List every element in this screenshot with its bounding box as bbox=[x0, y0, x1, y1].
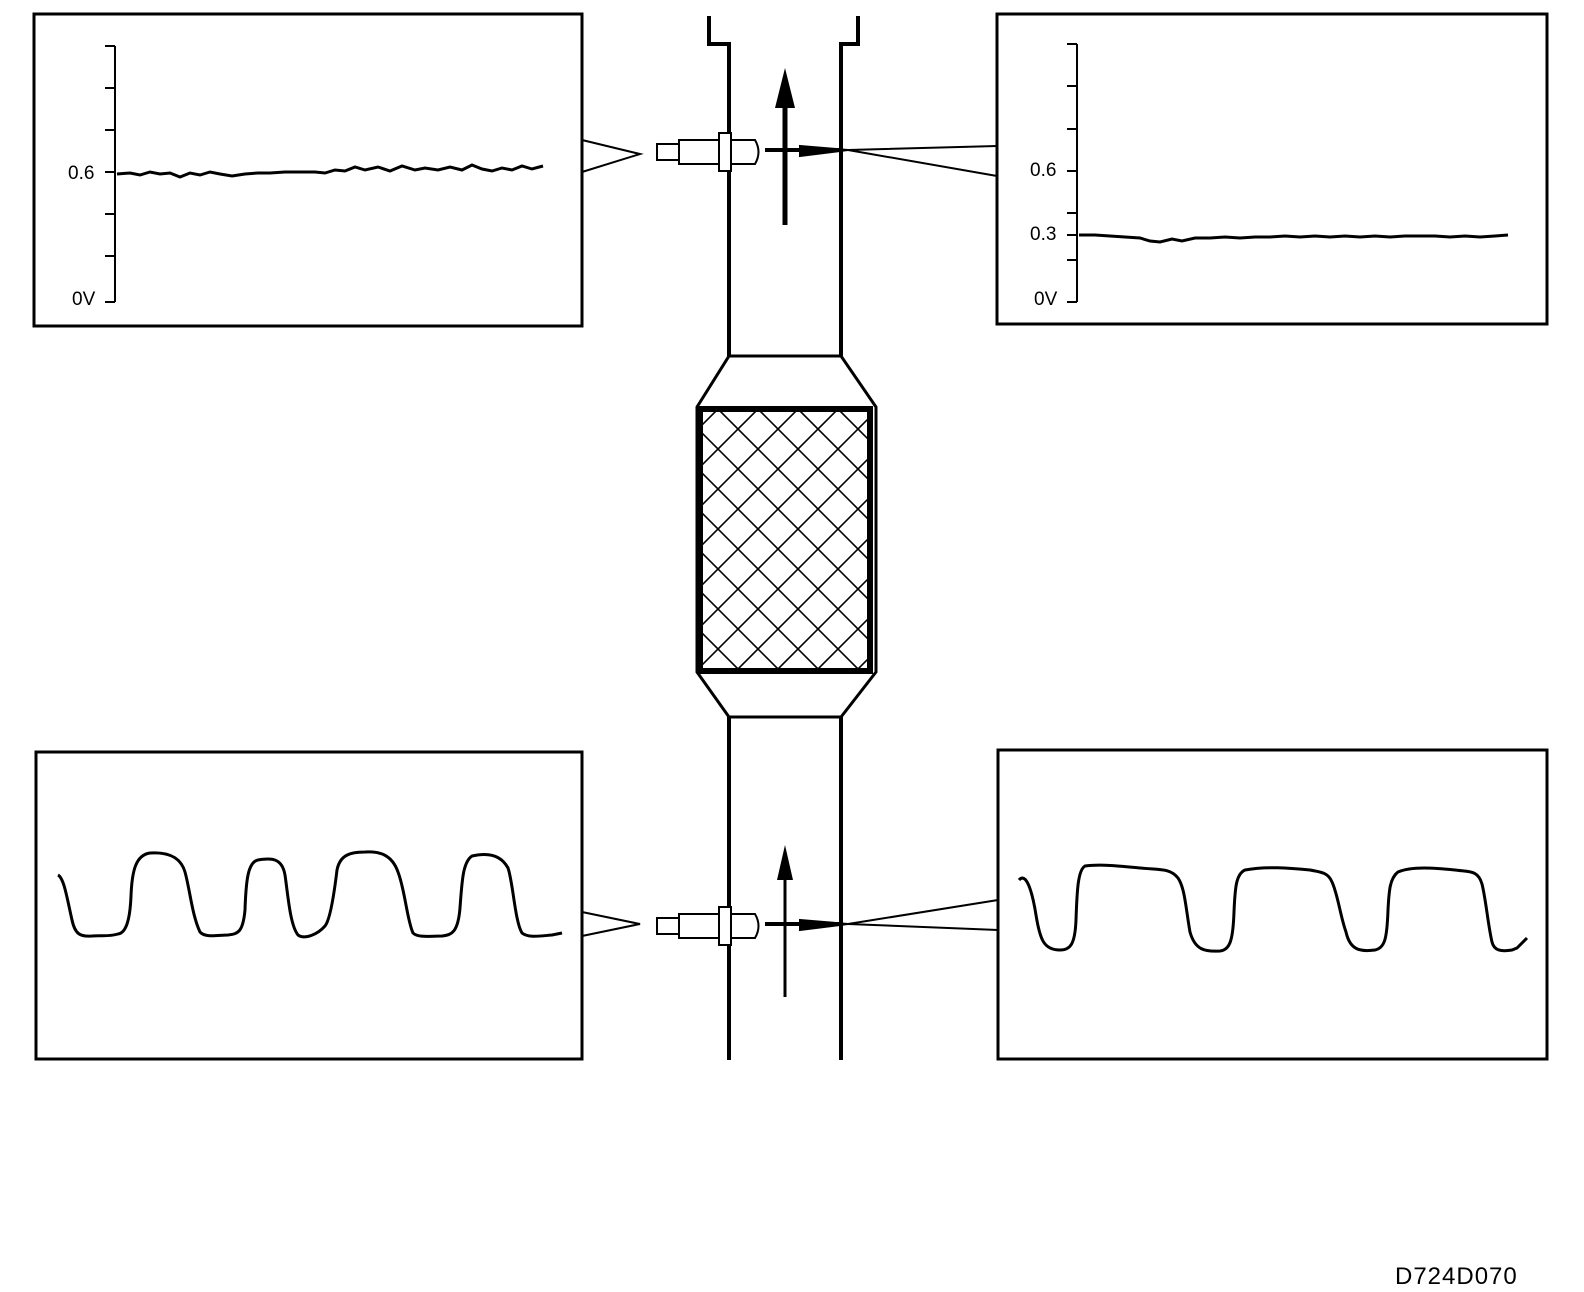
panel-lower-left bbox=[34, 750, 584, 1061]
hatch-line bbox=[700, 549, 821, 671]
voltage-trace-downstream bbox=[116, 163, 544, 179]
diagram-code: D724D070 bbox=[1395, 1263, 1518, 1290]
hatch-line bbox=[855, 655, 870, 671]
hatch-line bbox=[700, 429, 870, 603]
y-tick-label: 0V bbox=[1034, 289, 1058, 310]
hatch-line bbox=[700, 409, 759, 469]
hatch-line bbox=[700, 495, 870, 669]
hatch-line bbox=[700, 415, 870, 589]
hatch-line bbox=[918, 409, 1180, 671]
catalyst-core-outline bbox=[697, 406, 873, 674]
voltage-trace-downstream-2 bbox=[1079, 233, 1509, 244]
exhaust-pipe bbox=[707, 16, 860, 1060]
panel-upper-left: 0.6 0V bbox=[32, 12, 584, 328]
hatch-line bbox=[815, 615, 870, 671]
hatch-line bbox=[1078, 409, 1340, 671]
y-tick-label: 0.6 bbox=[68, 163, 94, 184]
hatch-line bbox=[1038, 409, 1300, 671]
hatch-line bbox=[700, 669, 701, 671]
hatch-line bbox=[797, 409, 870, 483]
voltage-trace-upstream-2 bbox=[1017, 863, 1529, 953]
hatch-line bbox=[700, 455, 870, 629]
hatch-line bbox=[176, 409, 438, 671]
hatch-line bbox=[1118, 409, 1380, 671]
flow-arrow-upper bbox=[775, 68, 795, 225]
hatch-line bbox=[700, 409, 799, 509]
hatch-line bbox=[216, 409, 478, 671]
hatch-line bbox=[775, 575, 870, 671]
hatch-line bbox=[717, 409, 870, 563]
hatch-line bbox=[256, 409, 518, 671]
hatch-line bbox=[700, 469, 870, 643]
hatch-line bbox=[296, 409, 558, 671]
panel-lower-right bbox=[996, 748, 1549, 1061]
panel-upper-right: 0.6 0.3 0V bbox=[995, 12, 1549, 326]
hatch-line bbox=[998, 409, 1260, 671]
upstream-oxygen-sensor bbox=[656, 906, 849, 946]
voltage-trace-upstream bbox=[57, 850, 563, 939]
downstream-oxygen-sensor bbox=[656, 132, 849, 172]
hatch-line bbox=[416, 409, 678, 671]
hatch-line bbox=[958, 409, 1220, 671]
catalytic-converter bbox=[176, 354, 1380, 719]
hatch-line bbox=[700, 409, 719, 429]
hatch-line bbox=[700, 509, 861, 671]
hatch-line bbox=[757, 409, 870, 523]
y-tick-label: 0.3 bbox=[1030, 224, 1056, 245]
hatch-line bbox=[336, 409, 598, 671]
hatch-line bbox=[700, 589, 781, 671]
hatch-line bbox=[700, 409, 839, 549]
hatch-line bbox=[878, 409, 1140, 671]
flow-arrow-lower bbox=[777, 845, 793, 997]
callout-pointers bbox=[581, 139, 999, 937]
hatch-line bbox=[376, 409, 638, 671]
y-tick-label: 0.6 bbox=[1030, 160, 1056, 181]
y-tick-label: 0V bbox=[72, 289, 96, 310]
